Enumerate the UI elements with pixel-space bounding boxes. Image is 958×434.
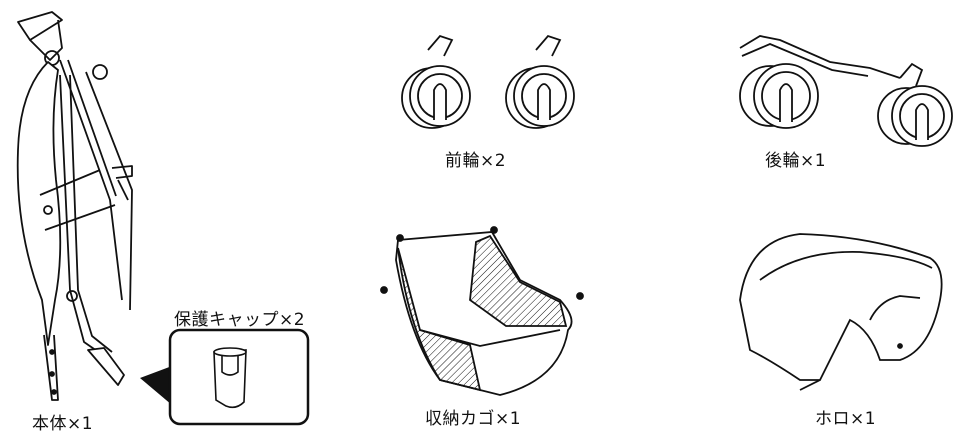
protection-cap-icon [213,347,247,409]
basket-label: 収納カゴ×1 [425,409,522,429]
rear-wheels-label: 後輪×1 [765,151,827,171]
storage-basket-icon [380,226,584,396]
front-wheels-label: 前輪×2 [445,151,507,171]
front-wheel-icon [505,34,575,129]
cap-callout [140,328,310,426]
caps-label: 保護キャップ×2 [174,310,306,330]
rear-wheels-icon [739,35,953,147]
front-wheel-icon [401,34,471,129]
canopy-label: ホロ×1 [815,409,877,429]
body-label: 本体×1 [32,414,94,434]
canopy-icon [739,233,943,391]
stroller-body [16,11,133,401]
